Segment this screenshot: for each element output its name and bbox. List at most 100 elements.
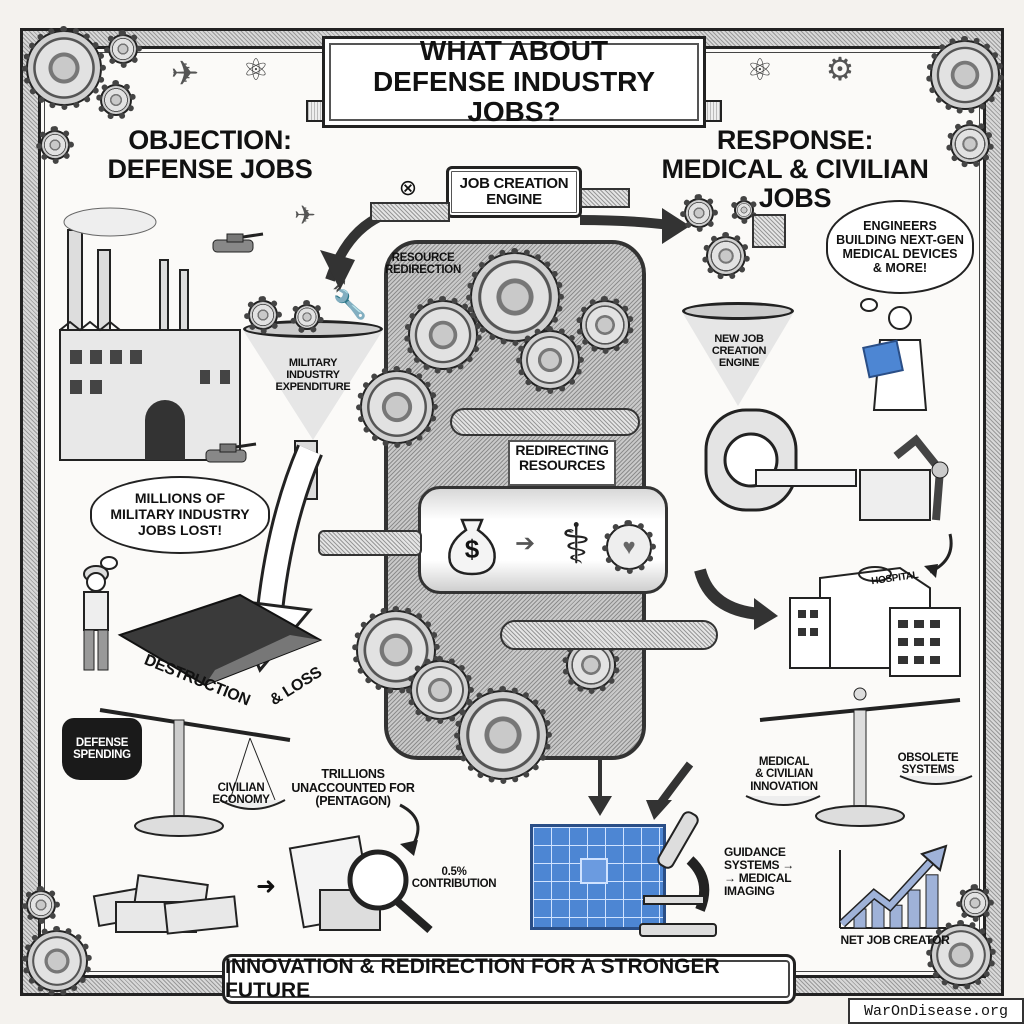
contribution-label: 0.5% CONTRIBUTION: [404, 866, 504, 891]
redirecting-resources-label: REDIRECTING RESOURCES: [508, 442, 616, 474]
jobs-lost-thought-bubble: MILLIONS OF MILITARY INDUSTRY JOBS LOST!: [90, 476, 270, 554]
defense-scale: [99, 708, 291, 837]
scale-pan-line: CIVILIAN: [217, 782, 265, 794]
engineers-thought-bubble: ENGINEERS BUILDING NEXT-GEN MEDICAL DEVI…: [826, 200, 974, 294]
funnel-label-line: CREATION: [711, 344, 767, 357]
factory-illustration: [59, 207, 241, 461]
pipe: [318, 530, 422, 556]
ledger-with-magnifier: [288, 835, 433, 934]
gear-icon: [926, 36, 1004, 114]
gear-icon: [290, 300, 324, 334]
funnel-label-line: MILITARY: [288, 357, 338, 369]
weight-label-line: SPENDING: [73, 749, 131, 761]
robot-arm-icon: ⚙: [825, 51, 855, 87]
scale-left-line: & CIVILIAN: [755, 768, 813, 781]
chart-bar: [907, 889, 921, 929]
scale-left-line: INNOVATION: [750, 780, 818, 793]
funnel-rim: [682, 302, 794, 320]
funnel-shape: [682, 312, 794, 406]
funnel-label-line: EXPENDITURE: [275, 380, 351, 393]
resource-redirection-line: REDIRECTION: [385, 264, 461, 277]
funnel-label-military: MILITARY INDUSTRY EXPENDITURE: [253, 357, 373, 394]
trillions-line: UNACCOUNTED FOR: [291, 780, 415, 795]
worker-figure: [83, 565, 109, 671]
thought-dot: [860, 298, 878, 312]
gear-icon: [406, 656, 474, 724]
funnel-label-new-job: NEW JOB CREATION ENGINE: [696, 333, 782, 370]
scale-left-line: MEDICAL: [758, 756, 810, 768]
thought-text: ENGINEERS BUILDING NEXT-GEN MEDICAL DEVI…: [836, 219, 964, 275]
response-heading-line-2: MEDICAL & CIVILIAN JOBS: [661, 154, 929, 214]
caduceus-icon: ⚕: [560, 512, 592, 575]
chart-bar: [925, 874, 939, 929]
atom-icon: ⚛: [746, 53, 774, 87]
gear-icon: [22, 26, 106, 110]
objection-heading-line-2: DEFENSE JOBS: [107, 154, 313, 185]
contribution-line: 0.5%: [441, 866, 467, 878]
valve-wheel-icon: ⊗: [398, 175, 418, 200]
engine-down-arrows: [588, 760, 694, 820]
pipe: [580, 188, 630, 208]
guidance-line: SYSTEMS →: [724, 857, 794, 872]
engine-plate-label: JOB CREATION ENGINE: [459, 174, 569, 208]
gear-icon: [702, 232, 750, 280]
destruction-pit: [117, 593, 323, 687]
thought-line: BUILDING NEXT-GEN: [836, 233, 964, 247]
footer-banner: INNOVATION & REDIRECTION FOR A STRONGER …: [222, 954, 796, 1004]
gear-icon: [104, 30, 142, 68]
thought-line: ENGINEERS: [863, 219, 937, 233]
title-banner: WHAT ABOUT DEFENSE INDUSTRY JOBS?: [322, 34, 706, 128]
redirecting-resources-line: REDIRECTING: [515, 442, 609, 458]
engine-plate-line: ENGINE: [486, 191, 542, 208]
thought-line: MILITARY INDUSTRY: [110, 506, 250, 523]
innovation-scale: [745, 687, 973, 827]
net-job-creator-chart: [838, 844, 948, 929]
arrow-to-hospital: [924, 533, 953, 578]
gear-icon: [96, 80, 136, 120]
blueprint-chip: [580, 858, 608, 884]
gear-icon: [356, 366, 438, 448]
money-pile: [92, 874, 239, 935]
tank-icon: [205, 230, 265, 260]
guidance-line: GUIDANCE: [724, 845, 786, 859]
guidance-to-imaging-label: GUIDANCE SYSTEMS → → MEDICAL IMAGING: [724, 846, 814, 898]
resource-redirection-label: RESOURCE REDIRECTION: [378, 252, 468, 277]
dollar-sign: $: [464, 534, 480, 564]
engineer-figure: [862, 306, 928, 411]
objection-heading-line-1: OBJECTION:: [128, 125, 292, 155]
thought-line: & MORE!: [872, 261, 928, 275]
contribution-line: CONTRIBUTION: [411, 878, 497, 891]
funnel-label-line: ENGINE: [718, 356, 760, 369]
scale-right-line: SYSTEMS: [901, 764, 955, 777]
wrench-icon: 🔧: [332, 288, 368, 320]
redirecting-resources-line: RESOURCES: [519, 457, 605, 474]
scale-pan-line: ECONOMY: [212, 794, 270, 807]
curved-arrow-icon: [399, 803, 420, 856]
gear-icon: [22, 886, 60, 924]
gear-icon: [730, 196, 758, 224]
defense-spending-weight: DEFENSE SPENDING: [62, 718, 142, 780]
trend-arrow-head: [920, 844, 948, 872]
thought-line: MILLIONS OF: [134, 490, 226, 507]
atom-icon: ⚛: [242, 53, 270, 87]
job-creation-engine-plate: JOB CREATION ENGINE: [446, 166, 582, 218]
redirecting-resources-panel: [508, 440, 616, 486]
gear-icon: [244, 296, 282, 334]
trillions-line: (PENTAGON): [315, 794, 391, 808]
watermark-link[interactable]: WarOnDisease.org: [848, 998, 1024, 1024]
engine-output-arrow: [694, 568, 778, 630]
gear-icon: [680, 194, 718, 232]
gear-icon: [926, 920, 996, 990]
engine-plate-line: JOB CREATION: [459, 174, 569, 192]
robotic-surgery-arm: [859, 434, 949, 521]
heart-icon: ♥: [622, 534, 636, 559]
thought-text: MILLIONS OF MILITARY INDUSTRY JOBS LOST!: [110, 491, 249, 538]
guidance-line: IMAGING: [724, 883, 775, 898]
funnel-label-line: INDUSTRY: [286, 368, 340, 381]
conveyor-belt: [500, 620, 718, 650]
title-line-1: WHAT ABOUT: [419, 34, 609, 66]
gear-icon: [576, 296, 634, 354]
microscope-icon: [639, 811, 717, 937]
guidance-line: → MEDICAL: [724, 870, 792, 885]
weight-label-line: DEFENSE: [75, 736, 129, 749]
